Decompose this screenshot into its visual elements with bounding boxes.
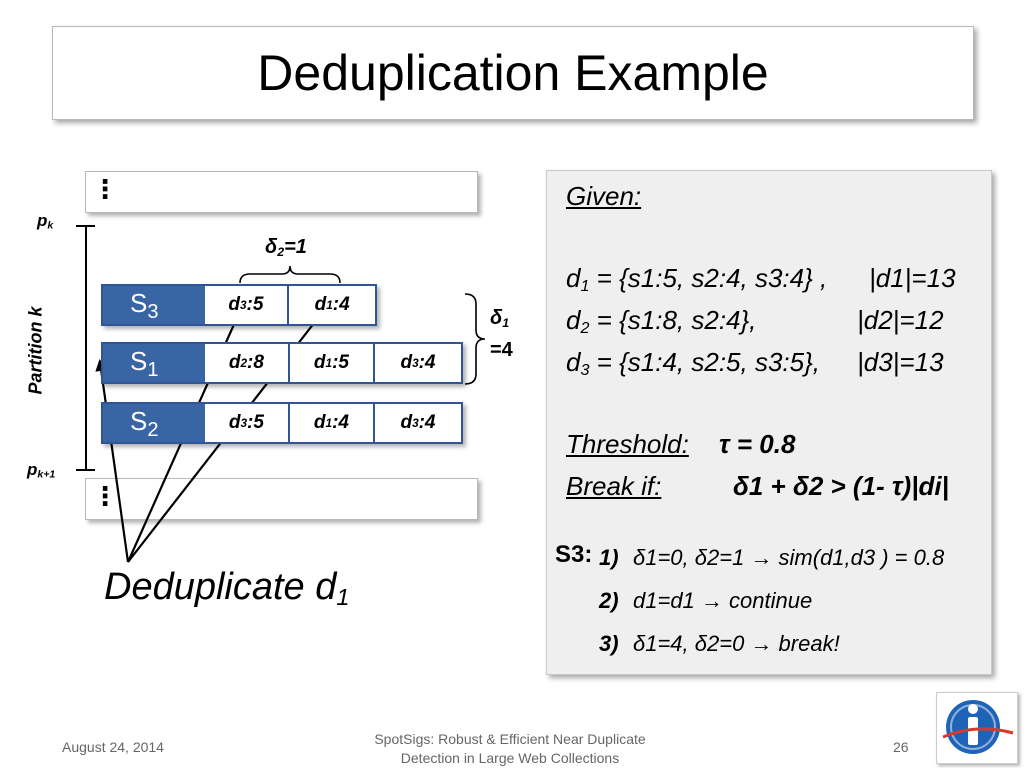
title-box: Deduplication Example [52, 26, 974, 120]
footer-center-line2: Detection in Large Web Collections [400, 750, 620, 766]
given-d2-size: |d2|=12 [857, 305, 944, 335]
pk1-label: pk+1 [27, 460, 56, 481]
given-d2-set: d2 = {s1:8, s2:4}, [566, 305, 757, 338]
slide-title: Deduplication Example [257, 45, 769, 101]
delta1-label: δ1 [490, 307, 510, 331]
given-heading: Given: [566, 181, 642, 211]
given-d1-set: d1 = {s1:5, s2:4, s3:4} , [566, 263, 828, 296]
given-d3-size: |d3|=13 [857, 347, 944, 377]
partition-label: Partition k [25, 306, 46, 395]
footer-center-line1: SpotSigs: Robust & Efficient Near Duplic… [374, 731, 646, 747]
delta1-brace [464, 293, 486, 385]
arrow-to-s1 [95, 359, 130, 563]
row-s2-header: S2 [103, 404, 205, 442]
row-s1-header: S1 [103, 344, 205, 382]
threshold-label: Threshold: [566, 429, 689, 459]
step1-text: δ1=0, δ2=1 → sim(d1,d3 ) = 0.8 [633, 545, 945, 570]
s3-label: S3: [555, 541, 593, 568]
ellipsis-top: ⋮ [92, 174, 118, 204]
threshold-value: τ = 0.8 [719, 429, 796, 459]
step3-text: δ1=4, δ2=0 → break! [633, 631, 840, 656]
step1-number: 1) [599, 545, 619, 570]
break-condition: δ1 + δ2 > (1- τ)|di| [733, 471, 949, 501]
break-label: Break if: [566, 471, 662, 501]
ellipsis-bottom: ⋮ [92, 481, 118, 511]
deduplicate-label: Deduplicate d1 [104, 566, 350, 610]
step2-text: d1=d1 → continue [633, 588, 813, 613]
footer-page-number: 26 [893, 739, 909, 755]
given-d1-size: |d1|=13 [869, 263, 956, 293]
delta2-label: δ2=1 [265, 236, 307, 260]
footer-date: August 24, 2014 [62, 739, 164, 755]
delta1-value: =4 [490, 339, 513, 361]
delta2-brace [239, 265, 341, 284]
pk-label: pk [37, 211, 54, 232]
given-d3-set: d3 = {s1:4, s2:5, s3:5}, [566, 347, 820, 380]
footer-center: SpotSigs: Robust & Efficient Near Duplic… [340, 730, 680, 768]
given-panel: Given: d1 = {s1:5, s2:4, s3:4} , |d1|=13… [546, 170, 992, 675]
ellipsis-box-top: ⋮ [85, 171, 478, 213]
row-s3-header: S3 [103, 286, 205, 324]
step3-number: 3) [599, 631, 619, 656]
step2-number: 2) [599, 588, 619, 613]
stanford-infolab-logo-icon [936, 692, 1018, 764]
